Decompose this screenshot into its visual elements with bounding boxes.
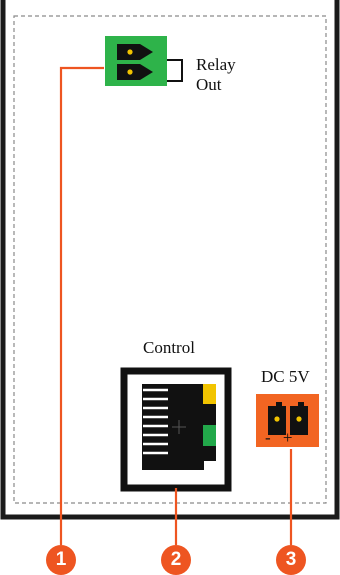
dc-power-label: DC 5V <box>261 367 310 386</box>
relay-out-terminal <box>105 36 183 86</box>
relay-out-label-line1: Relay <box>196 55 236 74</box>
relay-out-label: Relay Out <box>196 55 236 95</box>
callout-1-leader <box>59 66 104 545</box>
control-port-label: Control <box>143 338 195 357</box>
rj45-led-green <box>203 425 216 446</box>
panel-outline <box>0 0 340 520</box>
panel-dashed-outline <box>13 15 327 504</box>
dc-5v-power-terminal <box>256 394 319 447</box>
callout-badge-2: 2 <box>161 545 191 575</box>
callout-badge-1: 1 <box>46 545 76 575</box>
callout-badge-3: 3 <box>276 545 306 575</box>
relay-out-label-line2: Out <box>196 75 222 94</box>
control-rj45-port <box>120 367 232 492</box>
polarity-label: - + <box>265 428 297 447</box>
rj45-led-yellow <box>203 384 216 404</box>
